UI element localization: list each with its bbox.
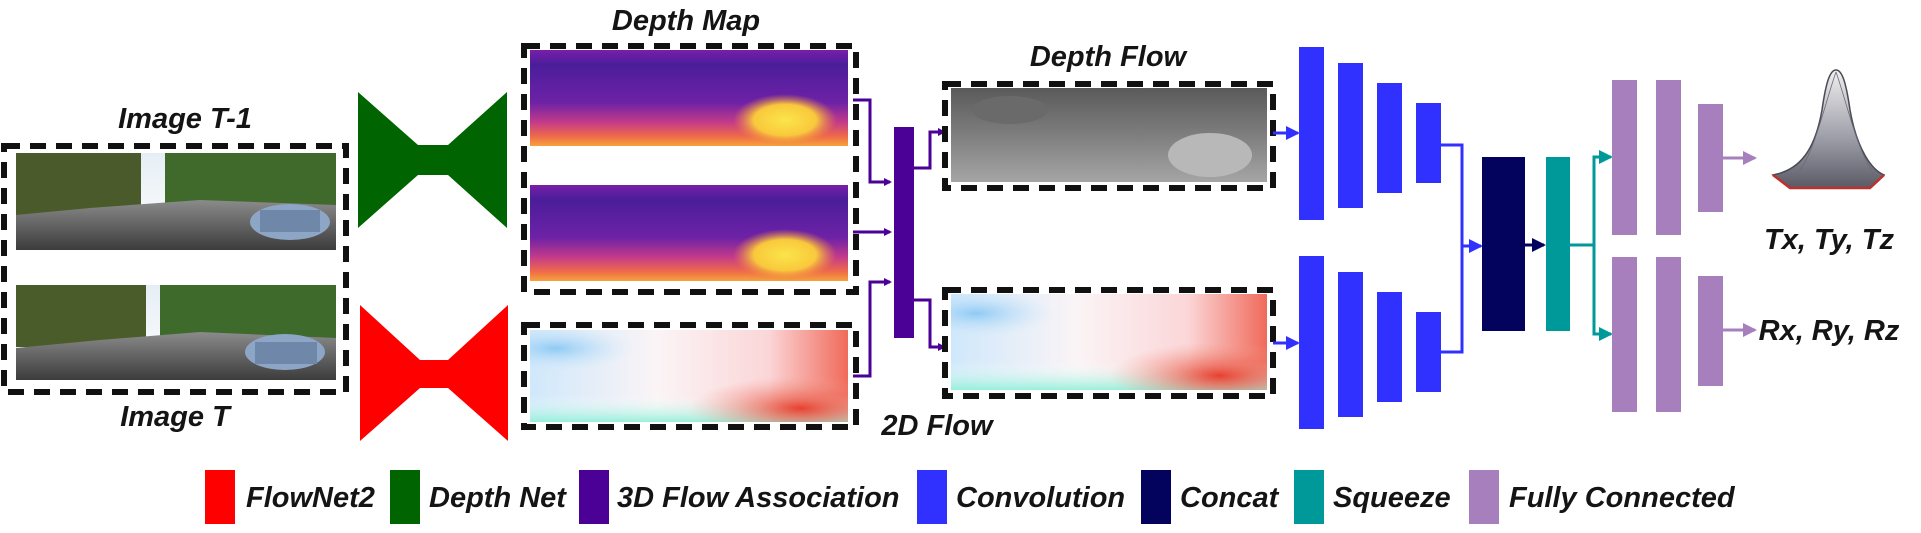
flownet2-shape — [360, 305, 508, 441]
translation-output-label: Tx, Ty, Tz — [1764, 224, 1894, 256]
image-t-photo — [16, 285, 336, 380]
3d-flow-image — [951, 294, 1267, 390]
input-images-frame — [1, 143, 349, 395]
convolution-stack-bottom — [1299, 256, 1441, 429]
squeeze-to-fc-arrows — [1570, 150, 1613, 341]
legend-label-depth-net: Depth Net — [429, 482, 567, 514]
association-input-arrows — [853, 98, 892, 378]
rotation-output-label: Rx, Ry, Rz — [1759, 315, 1900, 347]
legend-swatch-convolution — [917, 470, 947, 524]
3d-flow-association-block — [894, 127, 914, 338]
legend-swatch-flownet2 — [205, 470, 235, 524]
2d-flow-image — [530, 330, 848, 422]
legend-swatch-squeeze — [1294, 470, 1324, 524]
legend-label-flownet2: FlowNet2 — [246, 482, 375, 514]
depth-map-frame — [521, 43, 859, 295]
legend-label-convolution: Convolution — [956, 482, 1125, 514]
fully-connected-stack-bottom — [1612, 257, 1723, 412]
squeeze-block — [1546, 157, 1570, 331]
depth-net-shape — [358, 92, 507, 228]
depth-map-t — [530, 185, 848, 281]
depth-map-label: Depth Map — [612, 5, 760, 37]
association-output-arrows — [914, 128, 946, 351]
depth-flow-frame — [942, 81, 1276, 191]
concat-block — [1482, 157, 1525, 331]
legend-swatch-fully-connected — [1469, 470, 1499, 524]
legend-swatch-concat — [1141, 470, 1171, 524]
legend-label-fully-connected: Fully Connected — [1509, 482, 1736, 514]
legend-swatch-3d-flow-association — [579, 470, 609, 524]
2d-flow-label: 2D Flow — [880, 410, 995, 442]
fully-connected-stack-top — [1612, 80, 1723, 235]
legend-label-concat: Concat — [1180, 482, 1280, 514]
depth-flow-image — [951, 88, 1267, 182]
gaussian-surface-icon — [1771, 69, 1886, 190]
image-t-label: Image T — [120, 401, 232, 433]
3d-flow-frame — [942, 287, 1276, 399]
depth-flow-label: Depth Flow — [1030, 41, 1189, 73]
2d-flow-frame — [521, 322, 859, 430]
legend-swatch-depth-net — [390, 470, 420, 524]
legend: FlowNet2 Depth Net 3D Flow Association C… — [205, 470, 1736, 524]
depth-map-t-minus-1 — [530, 50, 848, 146]
image-t-minus-1-label: Image T-1 — [118, 103, 252, 135]
image-t-minus-1-photo — [16, 153, 336, 250]
convolution-stack-top — [1299, 47, 1441, 220]
conv-to-concat-arrows — [1441, 143, 1483, 354]
legend-label-squeeze: Squeeze — [1333, 482, 1451, 514]
legend-label-3d-flow-association: 3D Flow Association — [617, 482, 900, 514]
